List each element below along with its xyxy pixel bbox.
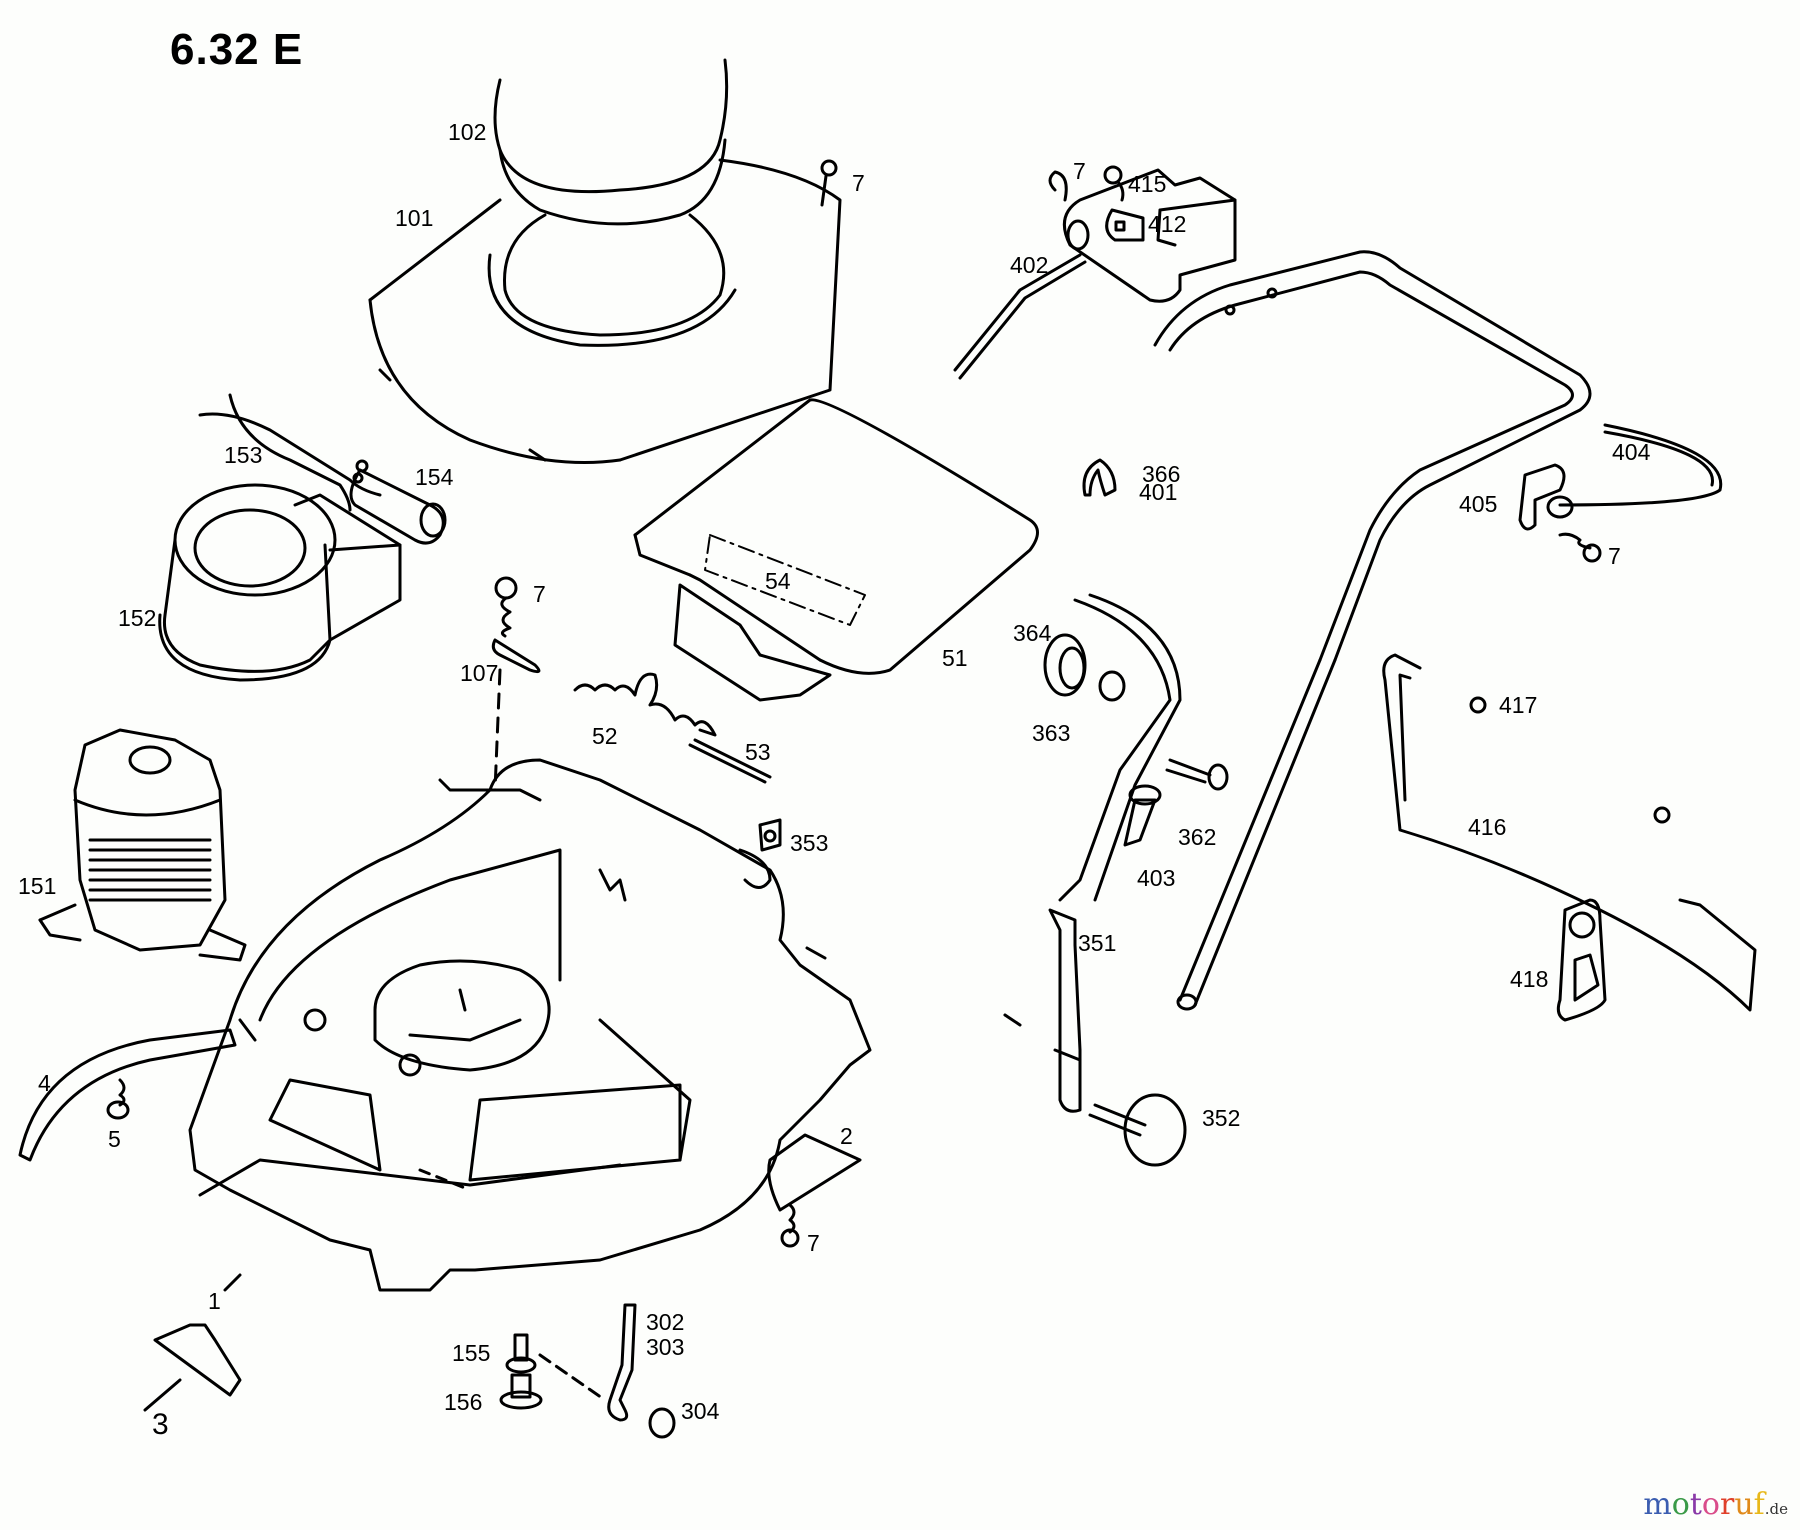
leader-line-1 — [225, 1275, 240, 1290]
part-304-cap[interactable] — [650, 1409, 674, 1437]
part-52-spring[interactable] — [575, 674, 715, 735]
part-363-washer[interactable] — [1100, 672, 1124, 700]
label-153[interactable]: 153 — [224, 442, 263, 468]
label-415[interactable]: 415 — [1128, 171, 1167, 197]
part-7-screw-right[interactable] — [1560, 534, 1600, 561]
label-154[interactable]: 154 — [415, 464, 454, 490]
part-54-insert[interactable] — [705, 535, 865, 625]
part-152-housing[interactable] — [160, 485, 400, 680]
label-418[interactable]: 418 — [1510, 966, 1549, 992]
watermark-letter: o — [1701, 1487, 1720, 1522]
label-366[interactable]: 366 — [1142, 461, 1181, 487]
part-7-screw-top[interactable] — [822, 161, 836, 205]
part-401-upper-handle[interactable] — [1155, 252, 1590, 1009]
watermark-letter: m — [1643, 1487, 1672, 1522]
label-303[interactable]: 303 — [646, 1334, 685, 1360]
leader-line-misc — [1005, 1015, 1020, 1025]
part-1-deck[interactable] — [190, 760, 870, 1290]
part-404-switch-bar[interactable] — [1548, 425, 1721, 517]
part-352-knob[interactable] — [1090, 1095, 1185, 1165]
part-417-clip[interactable] — [1471, 698, 1669, 822]
label-403[interactable]: 403 — [1137, 865, 1176, 891]
part-5-screw[interactable] — [108, 1080, 128, 1118]
label-7-clamp[interactable]: 7 — [533, 581, 546, 607]
part-53-pin[interactable] — [690, 740, 770, 782]
label-7-switch[interactable]: 7 — [1073, 158, 1086, 184]
part-102-bag[interactable] — [495, 60, 727, 335]
dash-line-axle — [540, 1355, 605, 1400]
part-151-motor[interactable] — [40, 730, 245, 960]
label-156[interactable]: 156 — [444, 1389, 483, 1415]
watermark-letter: o — [1671, 1487, 1690, 1522]
watermark-letter: r — [1719, 1487, 1735, 1522]
watermark-letter: f — [1753, 1487, 1765, 1522]
part-7-screw-deck[interactable] — [782, 1205, 798, 1246]
part-4-strip[interactable] — [20, 1030, 235, 1160]
part-402-switch-box[interactable] — [955, 170, 1235, 378]
label-304[interactable]: 304 — [681, 1398, 720, 1424]
label-151[interactable]: 151 — [18, 873, 57, 899]
part-101-cover[interactable] — [370, 160, 840, 463]
part-2-plate[interactable] — [769, 1135, 860, 1210]
part-364-wheel[interactable] — [1045, 635, 1085, 695]
label-7-right[interactable]: 7 — [1608, 543, 1621, 569]
label-402[interactable]: 402 — [1010, 252, 1049, 278]
part-3-label[interactable] — [145, 1325, 240, 1410]
label-7-deck[interactable]: 7 — [807, 1230, 820, 1256]
watermark-tld: .de — [1764, 1500, 1788, 1518]
part-153-cable[interactable] — [200, 395, 380, 510]
label-5[interactable]: 5 — [108, 1126, 121, 1152]
label-52[interactable]: 52 — [592, 723, 618, 749]
label-302[interactable]: 302 — [646, 1309, 685, 1335]
label-405[interactable]: 405 — [1459, 491, 1498, 517]
label-362[interactable]: 362 — [1178, 824, 1217, 850]
part-412-lever[interactable] — [1107, 210, 1143, 240]
leader-line-deck — [807, 948, 825, 958]
label-101[interactable]: 101 — [395, 205, 434, 231]
part-415-screw[interactable] — [1105, 167, 1123, 200]
watermark-letter: u — [1734, 1487, 1754, 1522]
label-152[interactable]: 152 — [118, 605, 157, 631]
part-362-bolt[interactable] — [1167, 760, 1227, 789]
label-53[interactable]: 53 — [745, 739, 771, 765]
part-351-lower-handle[interactable] — [1050, 595, 1180, 1111]
label-352[interactable]: 352 — [1202, 1105, 1241, 1131]
label-155[interactable]: 155 — [452, 1340, 491, 1366]
part-416-bracket-bar[interactable] — [1384, 655, 1755, 1010]
diagram-title: 6.32 E — [170, 25, 304, 74]
label-102[interactable]: 102 — [448, 119, 487, 145]
part-51-flap[interactable] — [635, 400, 1038, 700]
part-154-capacitor[interactable] — [351, 461, 445, 543]
label-353[interactable]: 353 — [790, 830, 829, 856]
label-107[interactable]: 107 — [460, 660, 499, 686]
label-412[interactable]: 412 — [1148, 211, 1187, 237]
label-7[interactable]: 7 — [852, 170, 865, 196]
watermark-letter: t — [1689, 1487, 1702, 1522]
part-418-cable-holder[interactable] — [1558, 900, 1605, 1020]
label-1[interactable]: 1 — [208, 1288, 221, 1314]
part-302-lever[interactable] — [609, 1305, 635, 1420]
label-401[interactable]: 401 — [1139, 479, 1178, 505]
part-155-bolt[interactable] — [507, 1335, 535, 1372]
label-416[interactable]: 416 — [1468, 814, 1507, 840]
part-403-pin[interactable] — [1125, 786, 1160, 845]
part-366-cable-clip[interactable] — [1084, 460, 1115, 495]
label-51[interactable]: 51 — [942, 645, 968, 671]
part-405-clip[interactable] — [1520, 465, 1564, 529]
part-107-clamp[interactable] — [493, 578, 539, 790]
label-4[interactable]: 4 — [38, 1070, 51, 1096]
part-156-bushing[interactable] — [501, 1375, 541, 1408]
label-364[interactable]: 364 — [1013, 620, 1052, 646]
label-404[interactable]: 404 — [1612, 439, 1651, 465]
label-3[interactable]: 3 — [152, 1408, 169, 1441]
label-351[interactable]: 351 — [1078, 930, 1117, 956]
label-54[interactable]: 54 — [765, 568, 791, 594]
label-417[interactable]: 417 — [1499, 692, 1538, 718]
label-363[interactable]: 363 — [1032, 720, 1071, 746]
watermark-logo[interactable]: motoruf.de — [1643, 1487, 1788, 1522]
part-353-nut[interactable] — [760, 820, 780, 850]
label-2[interactable]: 2 — [840, 1123, 853, 1149]
